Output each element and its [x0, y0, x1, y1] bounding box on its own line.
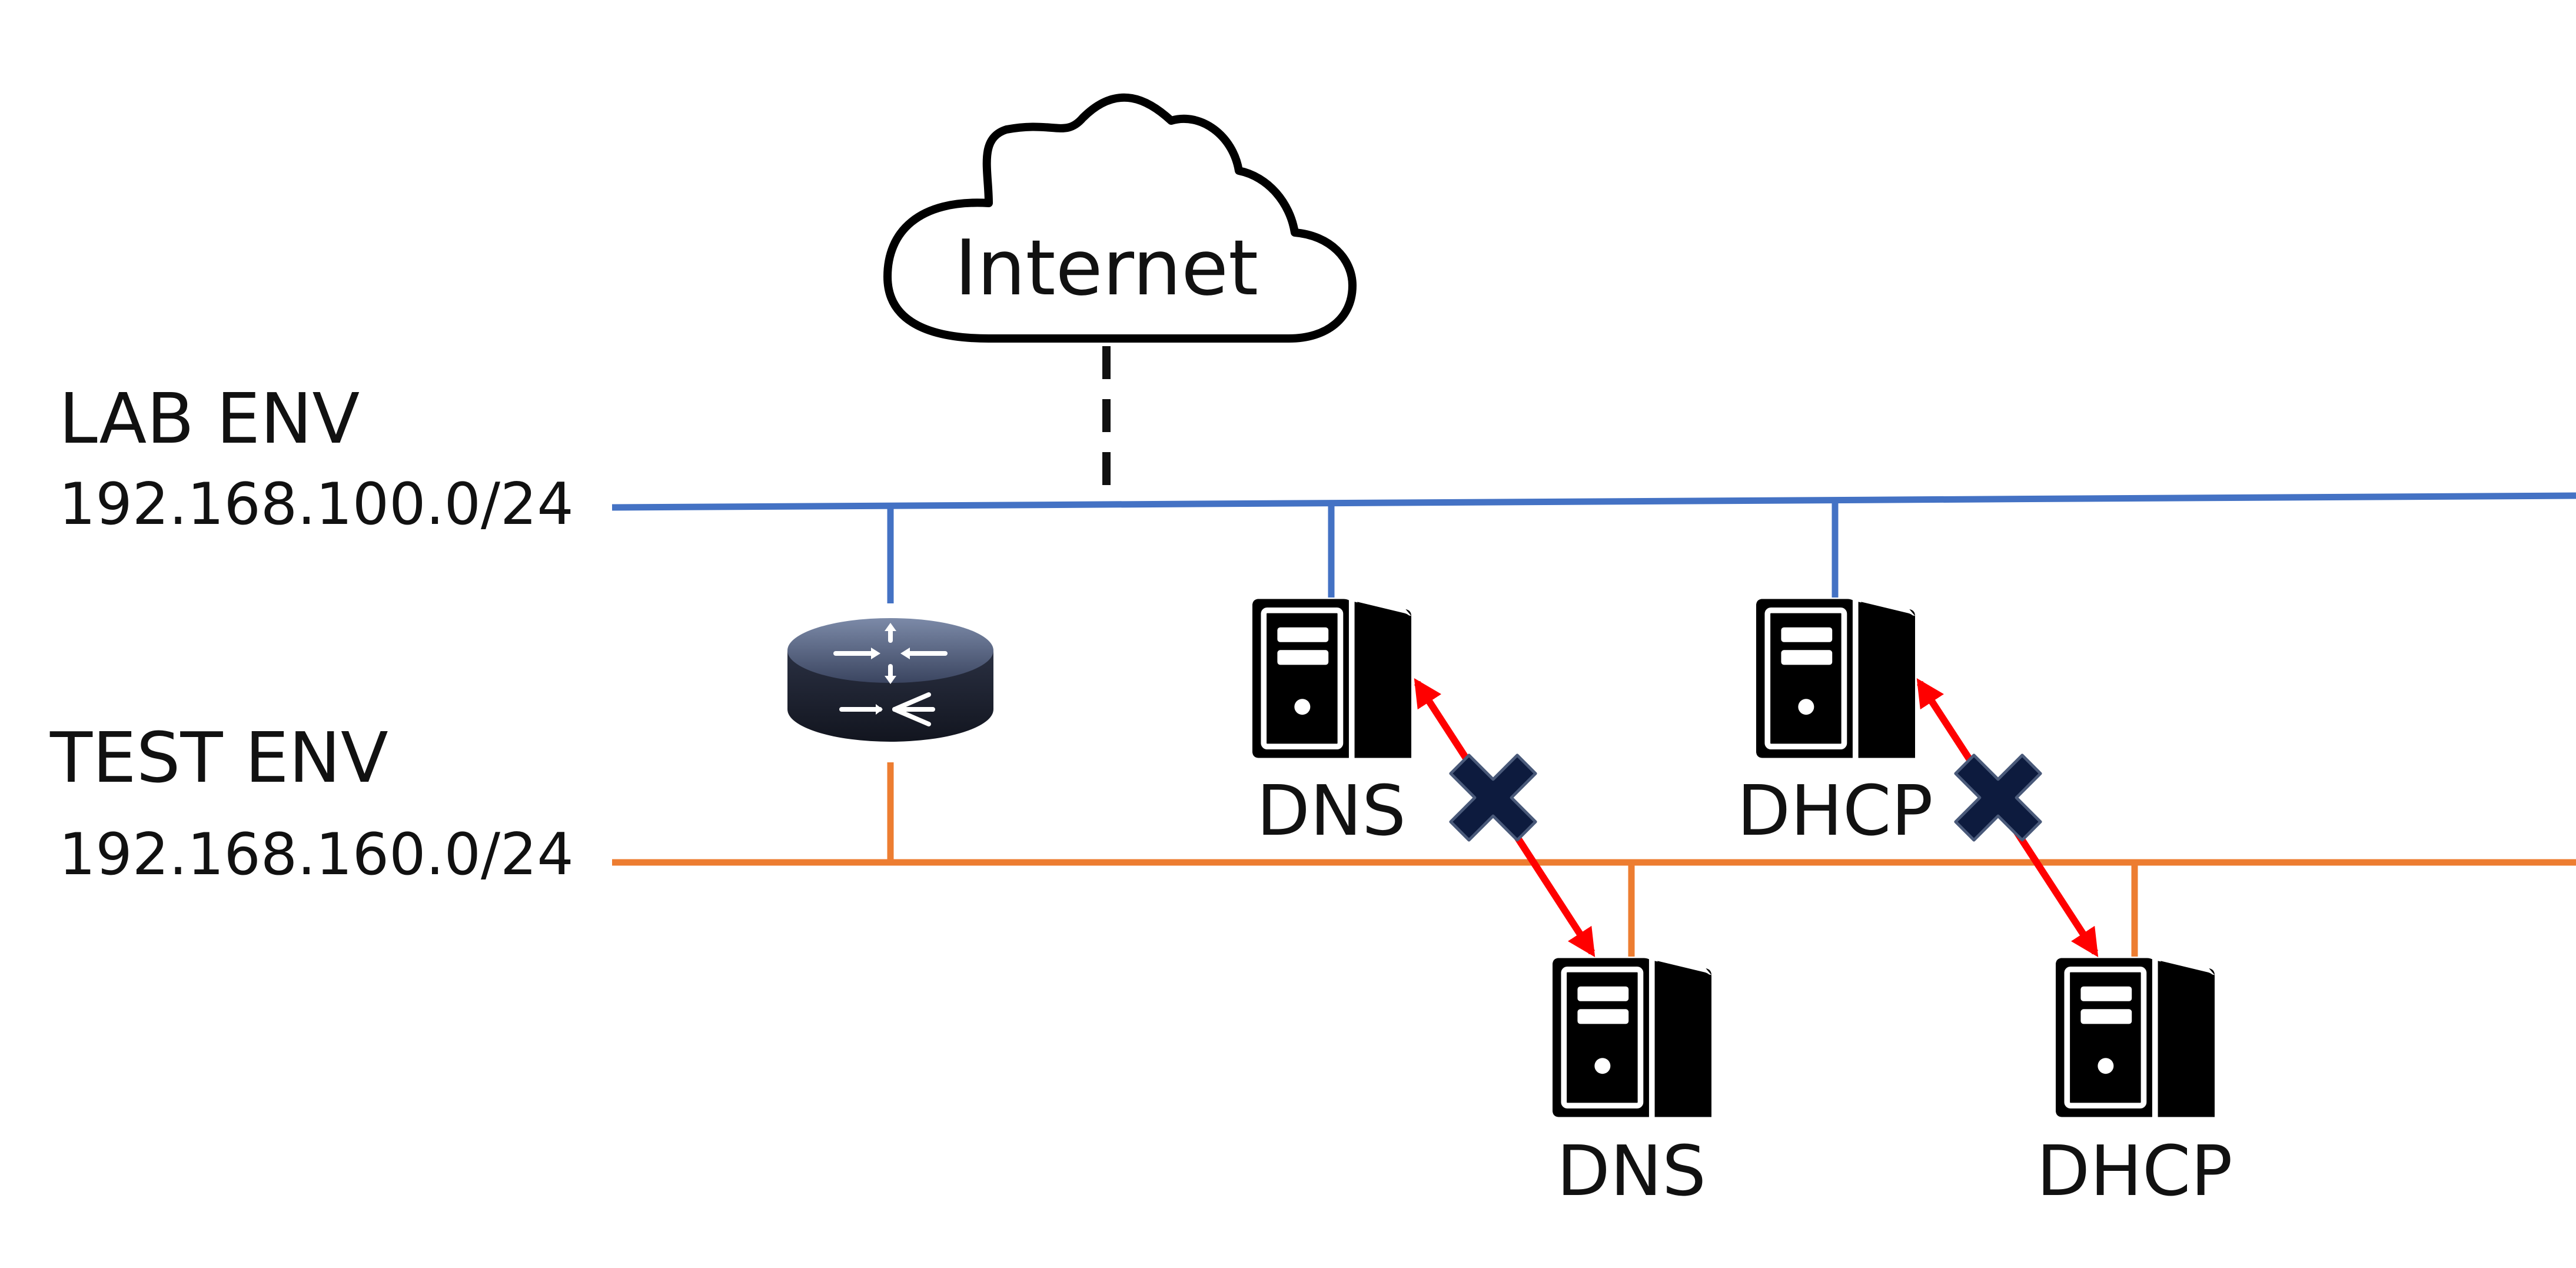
test-network-name: TEST ENV [49, 717, 388, 798]
internet-cloud: Internet [883, 93, 1357, 343]
server-icon [1252, 599, 1411, 758]
server-lab-dns: DNS [1252, 599, 1411, 851]
lab-network-cidr: 192.168.100.0/24 [59, 471, 574, 538]
lab-network-name: LAB ENV [59, 378, 360, 459]
server-label: DHCP [2036, 1130, 2232, 1211]
server-test-dns: DNS [1553, 958, 1711, 1211]
server-label: DNS [1257, 770, 1406, 851]
block-x-icon [1954, 754, 2042, 842]
blocked-link-dns [1414, 678, 1596, 958]
server-icon [2056, 958, 2215, 1117]
block-x-icon [1449, 754, 1537, 842]
server-label: DNS [1557, 1130, 1706, 1211]
internet-label: Internet [955, 223, 1258, 313]
router-icon [787, 618, 993, 742]
test-network-cidr: 192.168.160.0/24 [59, 821, 574, 888]
router [787, 618, 993, 742]
server-lab-dhcp: DHCP [1737, 599, 1933, 851]
server-test-dhcp: DHCP [2036, 958, 2233, 1211]
blocked-link-dhcp [1916, 678, 2099, 958]
server-label: DHCP [1737, 770, 1933, 851]
server-icon [1756, 599, 1915, 758]
server-icon [1553, 958, 1711, 1117]
cloud-icon [883, 93, 1357, 343]
lab-network-bus [611, 492, 2576, 511]
